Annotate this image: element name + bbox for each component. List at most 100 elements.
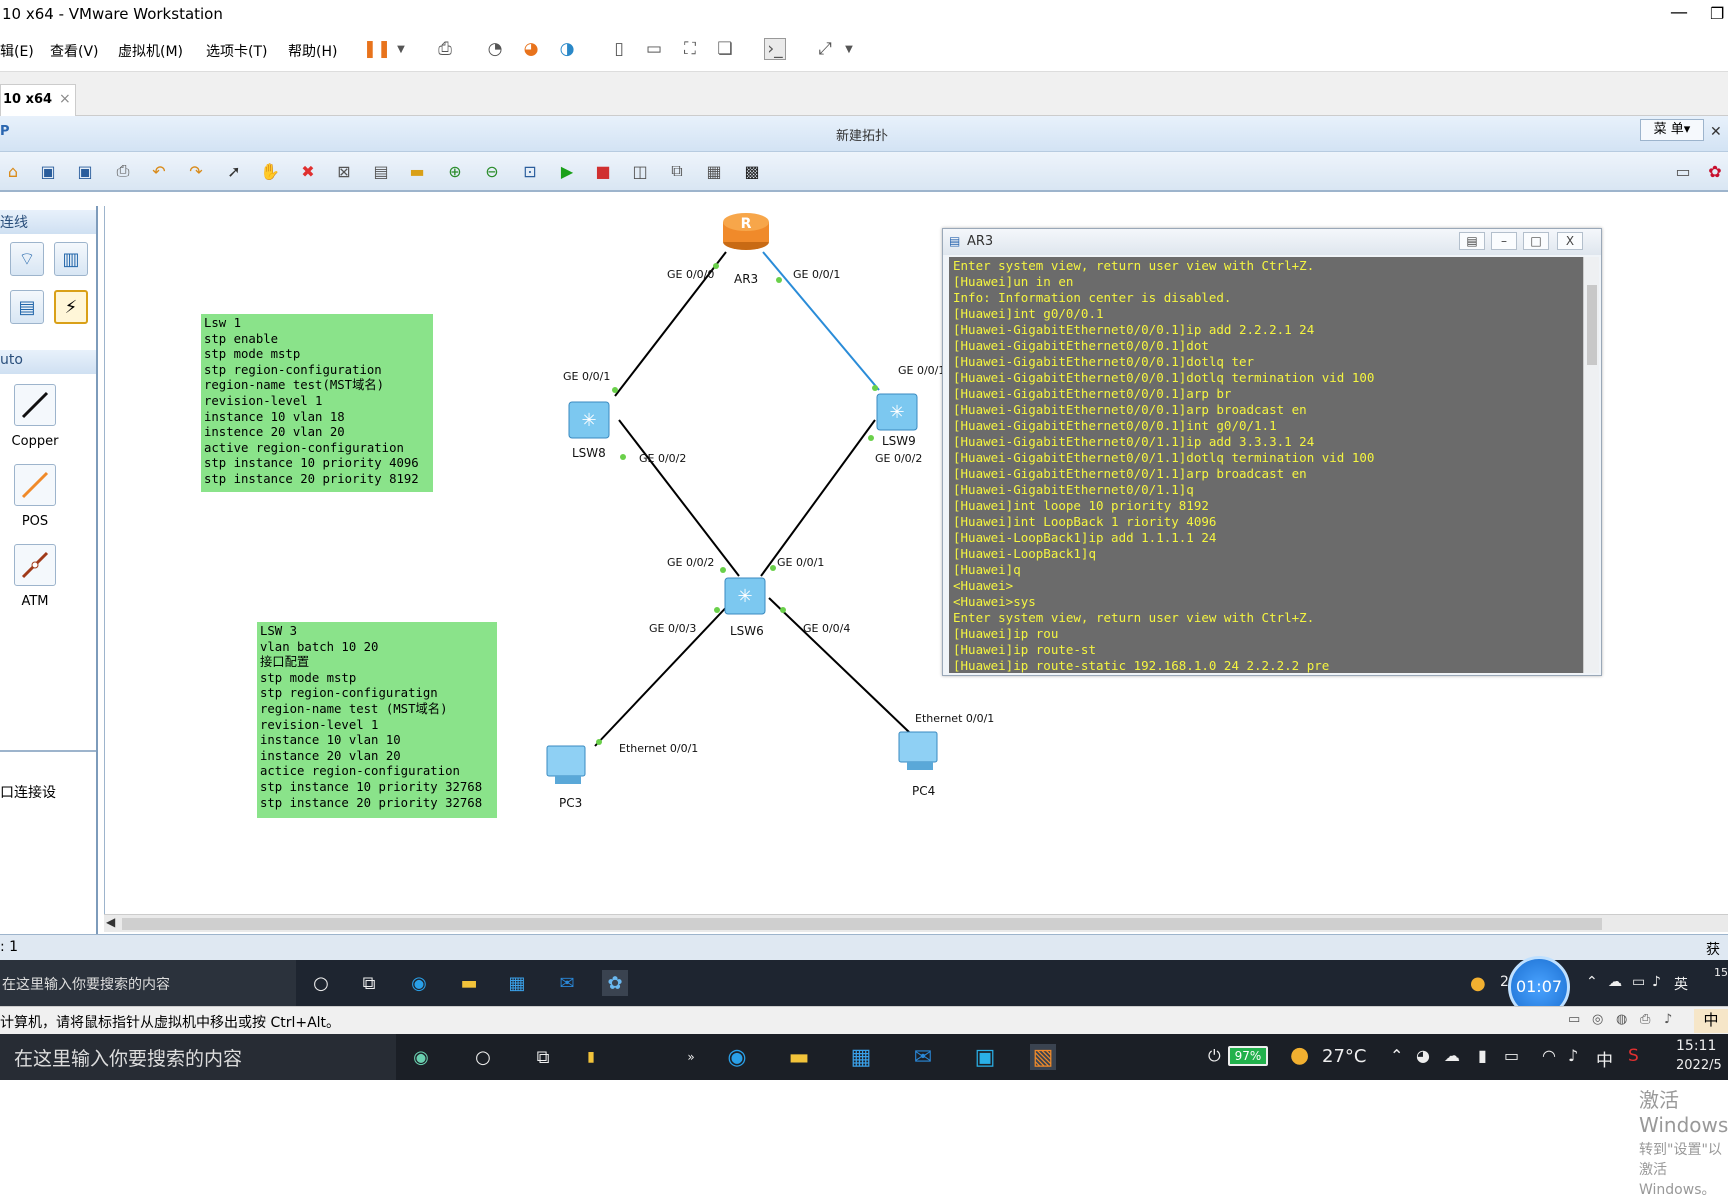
thumbnail-icon[interactable]: ▭ [645, 39, 663, 59]
usb-icon[interactable]: ◍ [1616, 1012, 1628, 1027]
ime-indicator[interactable]: 英 [1674, 977, 1688, 993]
link-ar3-lsw9[interactable] [762, 251, 880, 391]
sogou-icon[interactable]: S [1628, 1046, 1639, 1066]
cable-icon[interactable]: ⚡ [54, 290, 88, 324]
menu-button[interactable]: 菜 单▾ [1640, 119, 1704, 141]
bilibili-icon[interactable]: ▣ [974, 1044, 996, 1070]
select-icon[interactable]: ➚ [227, 161, 241, 181]
save-icon[interactable]: ▣ [40, 161, 56, 181]
server-icon[interactable]: ▤ [10, 290, 44, 324]
firewall-icon[interactable]: ▥ [54, 242, 88, 276]
menu-view[interactable]: 查看(V) [50, 44, 99, 60]
pc-icon[interactable] [546, 745, 586, 784]
wifi-icon[interactable]: ◠ [1542, 1046, 1556, 1065]
battery-indicator[interactable]: 97% [1228, 1046, 1268, 1066]
weather-temperature[interactable]: 27°C [1322, 1046, 1367, 1067]
microphone-icon[interactable]: ▮ [1478, 1046, 1487, 1065]
cortana-icon[interactable]: ○ [313, 972, 329, 994]
fullscreen-icon[interactable]: ⛶ [684, 39, 696, 59]
chevron-up-icon[interactable]: ⌃ [1390, 1046, 1404, 1065]
sound-icon[interactable]: ♪ [1664, 1012, 1673, 1027]
edge-icon[interactable]: ◉ [727, 1044, 747, 1070]
pos-cable-icon[interactable] [14, 464, 56, 506]
note-lsw3-config[interactable]: LSW 3 vlan batch 10 20 接口配置 stp mode mst… [257, 622, 497, 818]
revert-snapshot-icon[interactable]: ◕ [523, 39, 539, 59]
console-view-icon[interactable]: ›_ [764, 38, 786, 60]
text-icon[interactable]: ▤ [373, 161, 389, 181]
terminal-icon[interactable]: ▩ [744, 161, 760, 181]
host-search-box[interactable]: 在这里输入你要搜索的内容 [0, 1034, 396, 1080]
switch-icon[interactable]: ✳ [568, 401, 610, 439]
atm-cable-icon[interactable] [14, 544, 56, 586]
file-explorer-icon[interactable]: ▬ [460, 972, 478, 994]
search-orb-icon[interactable]: ◉ [413, 1046, 429, 1068]
vm-tab[interactable]: 10 x64 × [0, 84, 76, 116]
link-lsw6-pc3[interactable] [594, 597, 736, 747]
start-icon[interactable]: ▶ [560, 161, 574, 181]
scroll-thumb[interactable] [1587, 285, 1597, 365]
printer-icon[interactable]: ⎙ [1640, 1012, 1651, 1027]
chevron-up-icon[interactable]: ⌃ [1586, 974, 1598, 990]
console-titlebar[interactable]: ▤ AR3 ▤ – □ X [943, 229, 1601, 255]
console-options-button[interactable]: ▤ [1459, 232, 1485, 250]
capture-icon[interactable]: ◫ [632, 161, 648, 181]
ensp-icon[interactable]: ✿ [602, 970, 628, 996]
task-view-icon[interactable]: ⧉ [362, 972, 376, 994]
zoom-out-icon[interactable]: ⊖ [485, 161, 499, 181]
overflow-icon[interactable]: » [687, 1050, 695, 1064]
console-maximize-button[interactable]: □ [1523, 232, 1549, 250]
new-topology-icon[interactable]: ⌂ [7, 161, 19, 181]
edge-icon[interactable]: ◉ [411, 972, 427, 994]
topology-icon[interactable]: ⧉ [671, 161, 683, 180]
link-lsw6-pc4[interactable] [768, 597, 910, 733]
pause-icon[interactable]: ❚❚ [362, 39, 392, 59]
snapshot-manager-icon[interactable]: ◑ [559, 39, 575, 59]
delete-icon[interactable]: ✖ [301, 161, 315, 181]
redo-icon[interactable]: ↷ [189, 161, 203, 181]
store-icon[interactable]: ▦ [508, 972, 526, 994]
print-icon[interactable]: ⎙ [116, 161, 130, 180]
dropdown-icon[interactable]: ▼ [397, 43, 405, 55]
sidebar-toggle-icon[interactable]: ▯ [614, 39, 624, 59]
ime-indicator[interactable]: 中 [1596, 1051, 1613, 1071]
console-close-button[interactable]: X [1557, 232, 1583, 250]
pc-icon[interactable] [898, 731, 938, 770]
undo-icon[interactable]: ↶ [152, 161, 166, 181]
grid-icon[interactable]: ▦ [706, 161, 722, 181]
router-icon[interactable]: R [723, 213, 769, 250]
dropdown-icon[interactable]: ▼ [845, 43, 853, 55]
delete-link-icon[interactable]: ⊠ [337, 161, 351, 181]
link-lsw8-lsw6[interactable] [618, 419, 740, 577]
send-keys-icon[interactable]: ⎙ [438, 39, 452, 59]
mail-icon[interactable]: ✉ [559, 972, 575, 994]
menu-tabs[interactable]: 选项卡(T) [206, 44, 268, 60]
close-icon[interactable]: ✕ [1710, 124, 1722, 140]
file-explorer-icon[interactable]: ▬ [788, 1044, 810, 1070]
palette-icon[interactable]: ▬ [409, 161, 425, 181]
ar3-console-window[interactable]: ▤ AR3 ▤ – □ X Enter system view, return … [942, 228, 1602, 676]
ime-badge[interactable]: 中 [1694, 1009, 1728, 1033]
network-adapter-icon[interactable]: ◎ [1592, 1012, 1604, 1027]
console-minimize-button[interactable]: – [1491, 232, 1517, 250]
network-icon[interactable]: ▭ [1632, 974, 1646, 990]
guest-search-box[interactable]: 在这里输入你要搜索的内容 [0, 960, 296, 1006]
volume-icon[interactable]: ♪ [1568, 1046, 1579, 1065]
horizontal-scrollbar[interactable]: ◀ [104, 914, 1728, 932]
stop-icon[interactable]: ■ [595, 161, 611, 181]
menu-vm[interactable]: 虚拟机(M) [118, 44, 184, 60]
switch-icon[interactable]: ✳ [876, 393, 918, 431]
minimize-button[interactable]: — [1670, 2, 1688, 23]
display-icon[interactable]: ▭ [1504, 1046, 1520, 1065]
note-lsw1-config[interactable]: Lsw 1 stp enable stp mode mstp stp regio… [201, 314, 433, 492]
device-status-icon[interactable]: ▭ [1568, 1012, 1581, 1027]
wireless-icon[interactable]: ⌔ [10, 242, 44, 276]
volume-icon[interactable]: ♪ [1652, 974, 1661, 990]
qq-icon[interactable]: ◕ [1416, 1046, 1430, 1065]
mail-icon[interactable]: ✉ [913, 1044, 933, 1070]
sticky-note-icon[interactable]: ▮ [587, 1049, 595, 1065]
switch-icon[interactable]: ✳ [724, 577, 766, 615]
save-as-icon[interactable]: ▣ [77, 161, 93, 181]
console-scrollbar[interactable] [1583, 257, 1599, 673]
cortana-icon[interactable]: ○ [475, 1046, 491, 1068]
restore-button[interactable]: ❐ [1710, 4, 1725, 23]
